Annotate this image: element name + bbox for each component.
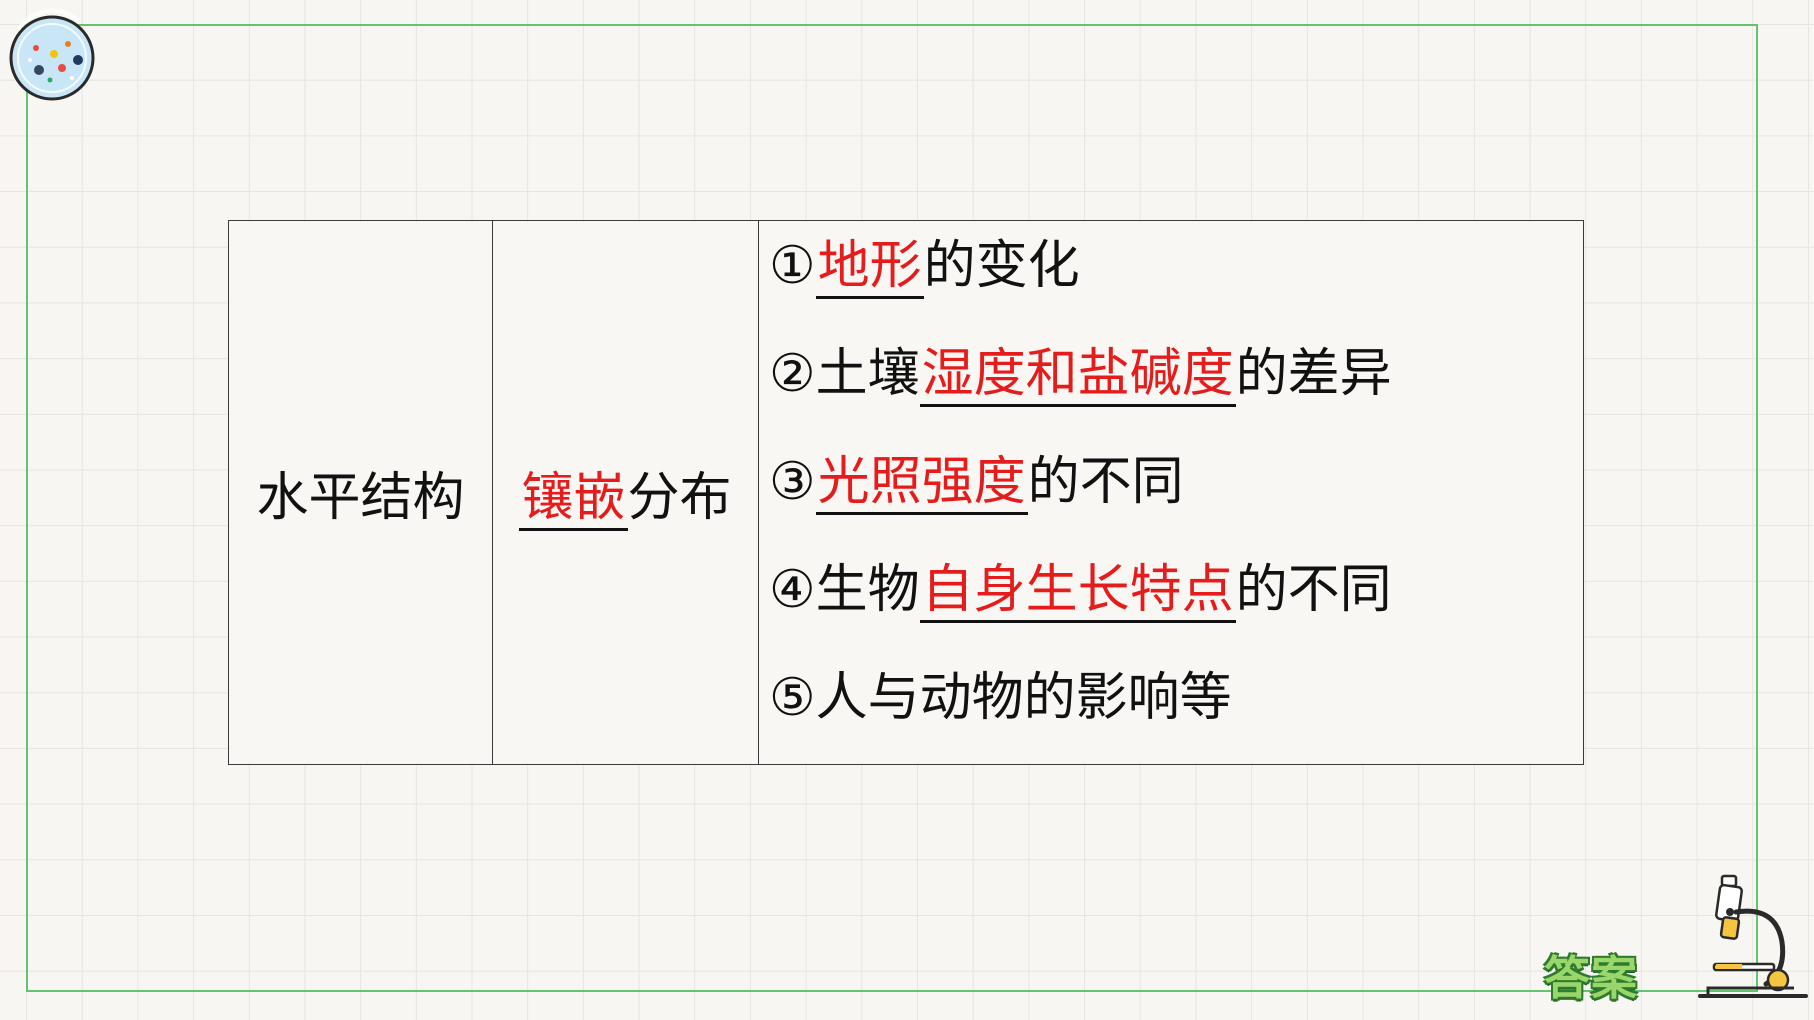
page-frame [26,24,1758,992]
distribution-suffix: 分布 [627,468,732,528]
distribution-label: 镶嵌分布 [493,455,758,531]
factor-marker: ④ [769,560,816,620]
microscope-icon [1698,874,1808,998]
factor-prefix: 人与动物的影响等 [815,668,1232,728]
factor-suffix: 的不同 [1235,560,1392,620]
factor-suffix: 的变化 [923,236,1080,296]
factor-marker: ② [769,344,816,404]
factor-list: ①地形的变化 ②土壤湿度和盐碱度的差异 ③光照强度的不同 ④生物自身生长特点的不… [759,221,1583,761]
factor-item-2: ②土壤湿度和盐碱度的差异 [769,329,1583,437]
petri-dish-icon [9,8,95,101]
factor-item-5: ⑤人与动物的影响等 [769,653,1583,761]
factor-answer-blank: 光照强度 [815,452,1028,515]
table-row: 水平结构 镶嵌分布 ①地形的变化 ②土壤湿度和盐碱度的差异 ③光照强度的不同 ④… [228,220,1584,765]
factor-marker: ⑤ [769,668,816,728]
distribution-cell: 镶嵌分布 [492,220,759,765]
factor-marker: ③ [769,452,816,512]
factor-prefix: 生物 [815,560,920,620]
distribution-answer-blank: 镶嵌 [519,468,628,531]
factor-item-4: ④生物自身生长特点的不同 [769,545,1583,653]
knowledge-table: 水平结构 镶嵌分布 ①地形的变化 ②土壤湿度和盐碱度的差异 ③光照强度的不同 ④… [228,220,1584,765]
factor-item-3: ③光照强度的不同 [769,437,1583,545]
category-cell: 水平结构 [228,220,493,765]
factor-suffix: 的不同 [1027,452,1184,512]
factor-marker: ① [769,236,816,296]
factor-answer-blank: 地形 [815,236,924,299]
factors-cell: ①地形的变化 ②土壤湿度和盐碱度的差异 ③光照强度的不同 ④生物自身生长特点的不… [758,220,1584,765]
category-label: 水平结构 [256,468,465,528]
factor-suffix: 的差异 [1235,344,1392,404]
factor-answer-blank: 自身生长特点 [919,560,1236,623]
factor-item-1: ①地形的变化 [769,221,1583,329]
factor-prefix: 土壤 [815,344,920,404]
answer-button[interactable]: 答案 [1544,951,1638,1005]
factor-answer-blank: 湿度和盐碱度 [919,344,1236,407]
